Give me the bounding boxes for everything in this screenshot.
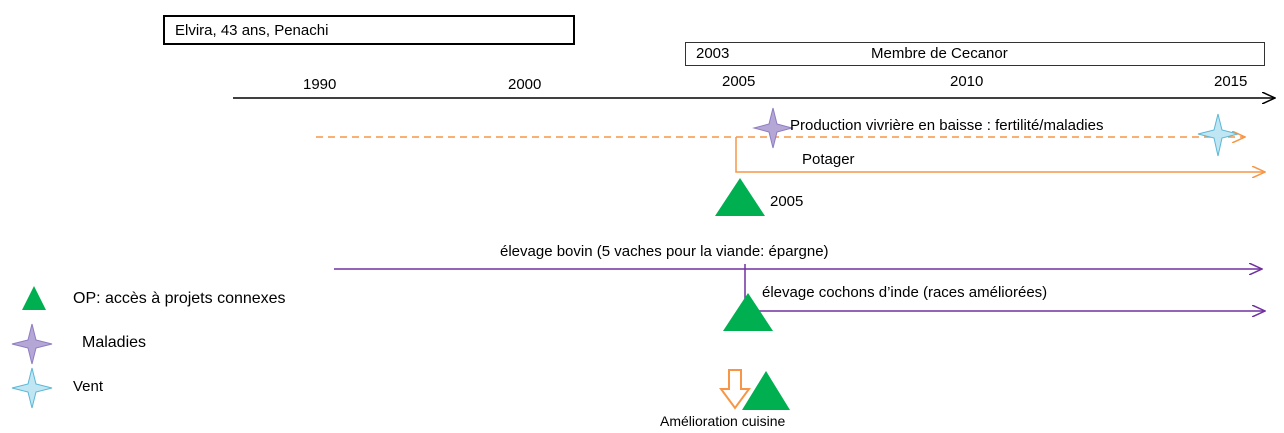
- potager-label: Potager: [802, 151, 855, 168]
- op-triangle-cochons: [723, 293, 773, 331]
- triangle-year-label: 2005: [770, 193, 804, 210]
- legend-vent-star-icon: [11, 367, 53, 409]
- elevage-bovin-label: élevage bovin (5 vaches pour la viande: …: [500, 243, 829, 260]
- year-label-2005: 2005: [722, 73, 756, 90]
- op-triangle-potager: [715, 178, 765, 216]
- person-title: Elvira, 43 ans, Penachi: [175, 22, 329, 39]
- op-triangle-cuisine: [742, 371, 790, 410]
- year-label-2000: 2000: [508, 76, 542, 93]
- person-title-box: Elvira, 43 ans, Penachi: [163, 15, 575, 45]
- production-label: Production vivrière en baisse : fertilit…: [790, 117, 1104, 134]
- year-label-1990: 1990: [303, 76, 337, 93]
- legend-triangle-icon: [22, 286, 46, 310]
- membership-period-box: 2003 Membre de Cecanor: [685, 42, 1265, 66]
- legend-maladies-star-icon: [11, 323, 53, 365]
- potager-line: [735, 137, 1265, 172]
- year-label-2015: 2015: [1214, 73, 1248, 90]
- legend-maladies-label: Maladies: [82, 334, 147, 351]
- cuisine-label: Amélioration cuisine: [660, 413, 786, 429]
- maladies-star-icon: [752, 107, 794, 149]
- membership-label: Membre de Cecanor: [871, 45, 1008, 62]
- vent-star-icon: [1197, 113, 1239, 157]
- legend-op-label: OP: accès à projets connexes: [73, 290, 286, 307]
- legend-vent-label: Vent: [73, 378, 104, 395]
- elevage-cochons-label: élevage cochons d’inde (races améliorées…: [762, 284, 1048, 301]
- orange-down-arrow-icon: [719, 369, 751, 410]
- year-label-2010: 2010: [950, 73, 984, 90]
- membership-start-year: 2003: [696, 45, 730, 62]
